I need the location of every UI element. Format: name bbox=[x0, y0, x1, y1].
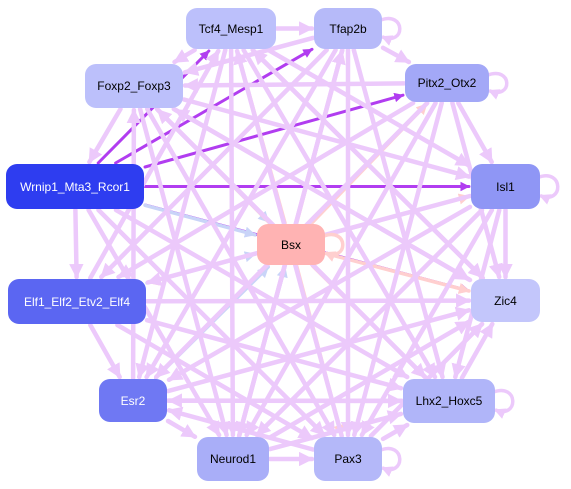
self-loop-isl1 bbox=[537, 174, 560, 205]
node-tfap2b[interactable]: Tfap2b bbox=[314, 8, 382, 49]
node-label: Zic4 bbox=[494, 293, 517, 308]
edge-tcf4-to-foxp2 bbox=[172, 47, 197, 65]
edge-foxp2-to-wrnip1 bbox=[87, 106, 123, 165]
edge-elf1-to-esr2 bbox=[88, 322, 122, 380]
node-label: Elf1_Elf2_Etv2_Elf4 bbox=[23, 294, 131, 309]
node-elf1[interactable]: Elf1_Elf2_Etv2_Elf4 bbox=[8, 279, 146, 324]
node-label: Pitx2_Otx2 bbox=[417, 76, 477, 90]
node-label: Bsx bbox=[280, 237, 301, 252]
node-label: Wrnip1_Mta3_Rcor1 bbox=[20, 179, 130, 194]
edge-pitx2-to-isl1 bbox=[456, 100, 494, 165]
edge-zic4-to-tcf4 bbox=[251, 48, 486, 281]
edge-elf1-to-lhx2 bbox=[144, 317, 404, 392]
node-label: Tfap2b bbox=[329, 21, 367, 36]
node-label: Lhx2_Hoxc5 bbox=[415, 394, 483, 408]
node-esr2[interactable]: Esr2 bbox=[99, 379, 167, 422]
node-pitx2[interactable]: Pitx2_Otx2 bbox=[405, 64, 489, 102]
edge-wrnip1-to-elf1 bbox=[69, 207, 84, 280]
edge-pax3-to-lhx2 bbox=[380, 422, 410, 442]
node-zic4[interactable]: Zic4 bbox=[471, 279, 540, 322]
node-pax3[interactable]: Pax3 bbox=[314, 437, 382, 481]
edge-tfap2b-to-foxp2 bbox=[182, 35, 316, 76]
edge-isl1-to-esr2 bbox=[166, 204, 473, 383]
node-label: Pax3 bbox=[334, 452, 362, 466]
edge-tcf4-to-neurod1 bbox=[225, 47, 241, 438]
edge-foxp2-to-isl1 bbox=[181, 97, 472, 181]
node-lhx2[interactable]: Lhx2_Hoxc5 bbox=[403, 379, 495, 423]
node-label: Neurod1 bbox=[209, 452, 257, 466]
self-loop-tfap2b bbox=[379, 16, 402, 46]
self-loop-pitx2 bbox=[486, 71, 509, 100]
edge-wrnip1-to-bsx bbox=[143, 203, 257, 238]
node-bsx[interactable]: Bsx bbox=[257, 224, 325, 265]
edge-esr2-to-neurod1 bbox=[165, 418, 198, 440]
node-wrnip1[interactable]: Wrnip1_Mta3_Rcor1 bbox=[6, 164, 144, 209]
edge-neurod1-to-zic4 bbox=[267, 319, 472, 440]
node-neurod1[interactable]: Neurod1 bbox=[197, 437, 269, 481]
node-isl1[interactable]: Isl1 bbox=[471, 164, 540, 209]
edge-zic4-to-foxp2 bbox=[173, 107, 473, 283]
edge-wrnip1-to-lhx2 bbox=[113, 207, 410, 380]
self-loop-pax3 bbox=[379, 446, 402, 477]
edge-elf1-to-pax3 bbox=[115, 322, 315, 441]
edge-elf1-to-zic4 bbox=[144, 293, 472, 308]
edge-elf1-to-tcf4 bbox=[88, 48, 221, 281]
node-label: Isl1 bbox=[496, 179, 515, 194]
edge-layer bbox=[69, 16, 560, 477]
node-label: Esr2 bbox=[120, 393, 146, 408]
node-tcf4[interactable]: Tcf4_Mesp1 bbox=[186, 8, 276, 49]
node-label: Foxp2_Foxp3 bbox=[97, 79, 171, 93]
self-loop-bsx bbox=[322, 232, 345, 262]
edge-tfap2b-to-pitx2 bbox=[380, 45, 412, 65]
edge-pitx2-to-foxp2 bbox=[182, 78, 407, 93]
edge-esr2-to-foxp2 bbox=[126, 107, 142, 381]
edge-foxp2-to-pax3 bbox=[144, 106, 337, 438]
edge-pitx2-to-elf1 bbox=[116, 100, 416, 280]
edge-lhx2-to-zic4 bbox=[459, 321, 495, 381]
node-foxp2[interactable]: Foxp2_Foxp3 bbox=[85, 64, 183, 108]
edge-wrnip1-to-pax3 bbox=[96, 207, 327, 438]
edge-tfap2b-to-esr2 bbox=[144, 47, 338, 380]
self-loop-lhx2 bbox=[492, 388, 515, 419]
node-label: Tcf4_Mesp1 bbox=[198, 21, 264, 36]
edge-wrnip1-to-pitx2 bbox=[143, 92, 405, 169]
